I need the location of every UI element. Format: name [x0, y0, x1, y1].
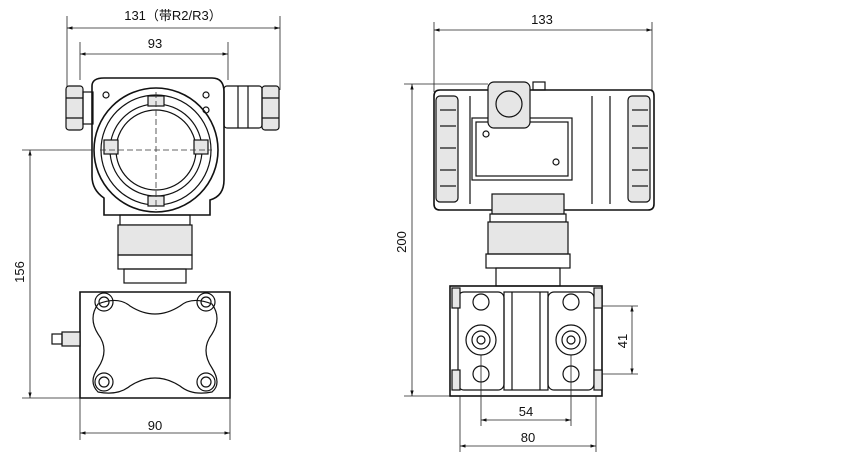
dim-front-total-width: 131（带R2/R3） [124, 8, 222, 23]
dim-side-total-width: 133 [531, 12, 553, 27]
dim-side-height: 200 [394, 231, 409, 253]
side-view [404, 22, 655, 452]
front-view [22, 16, 281, 440]
dim-side-flange-width: 80 [521, 430, 535, 445]
dim-front-flange-width: 90 [148, 418, 162, 433]
dim-side-flange-vertical: 41 [615, 334, 630, 348]
dim-front-height: 156 [12, 261, 27, 283]
dim-side-port-spacing: 54 [519, 404, 533, 419]
dim-front-housing-width: 93 [148, 36, 162, 51]
